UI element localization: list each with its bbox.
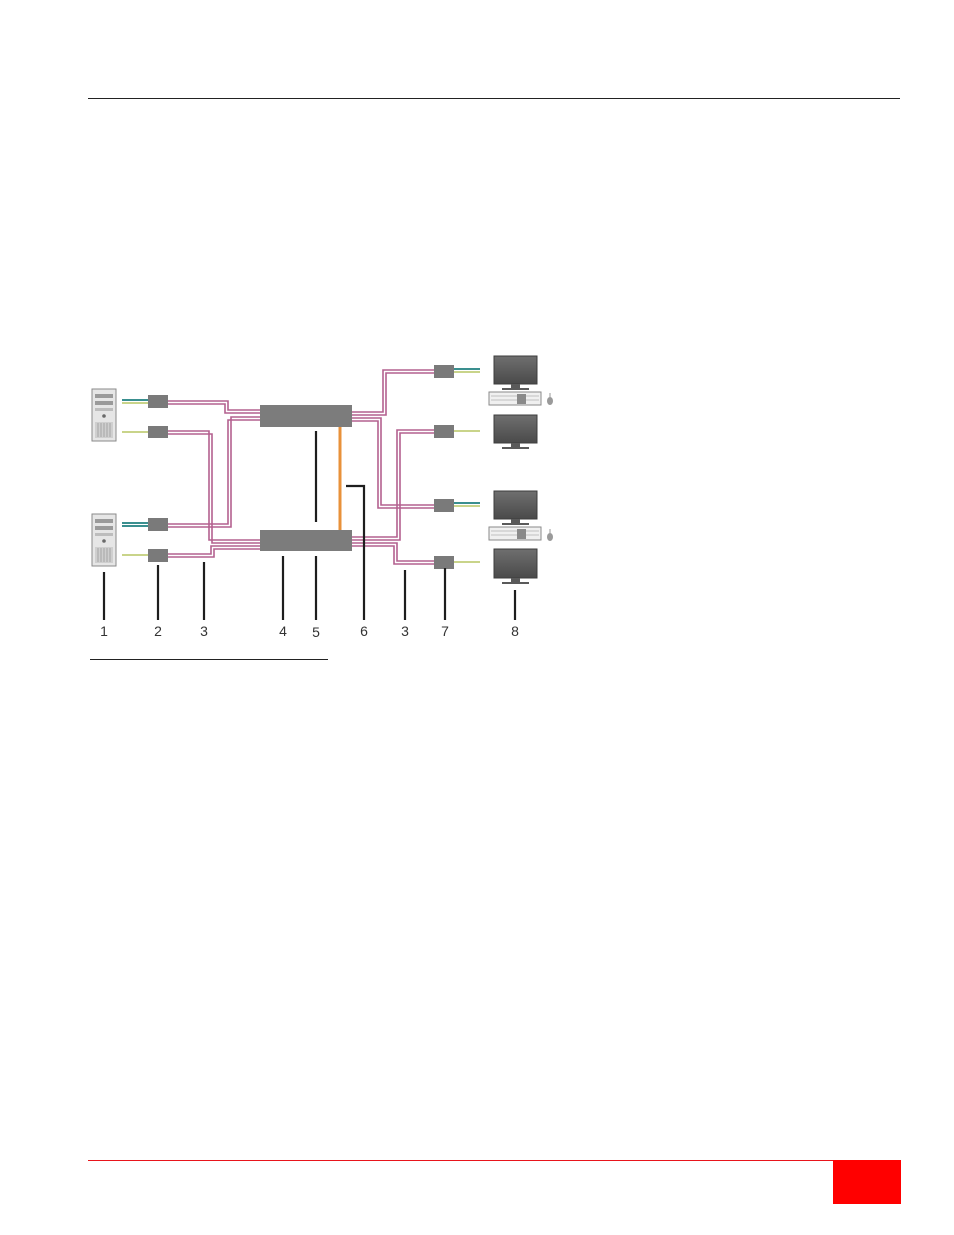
monitor [494,491,537,525]
mouse-icon [547,529,553,541]
receiver [434,556,454,569]
mouse-icon [547,393,553,405]
receiver [434,499,454,512]
catx-cable [168,404,260,413]
matrix-switch-b [260,530,352,551]
keyboard [489,527,541,540]
keyboard [489,392,541,405]
matrix-switch-a [260,405,352,427]
callout-number: 6 [360,623,368,639]
callout-number: 2 [154,623,162,639]
catx-cable [168,420,260,524]
monitor [494,356,537,390]
callout-number: 3 [401,623,409,639]
server-2 [92,514,116,566]
transmitter [148,395,168,408]
catx-cable [168,401,260,410]
callout-number: 8 [511,623,519,639]
callout-leader [346,486,364,620]
callout-number: 3 [200,623,208,639]
kvm-network-diagram: 1 2 3 4 5 6 3 7 8 [0,0,954,700]
callout-number: 7 [441,623,449,639]
server-1 [92,389,116,441]
receiver [434,365,454,378]
callout-number: 5 [312,624,320,640]
footer-rule [88,1160,833,1161]
transmitter [148,518,168,531]
catx-cable [168,549,260,557]
monitor [494,549,537,584]
callout-number: 4 [279,623,287,639]
receiver [434,425,454,438]
monitor [494,415,537,449]
callout-number: 1 [100,623,108,639]
transmitter [148,549,168,562]
footnote-rule [90,659,328,660]
catx-cable [352,370,434,412]
page-number-box [833,1160,901,1204]
transmitter [148,426,168,438]
catx-cable [352,373,434,415]
